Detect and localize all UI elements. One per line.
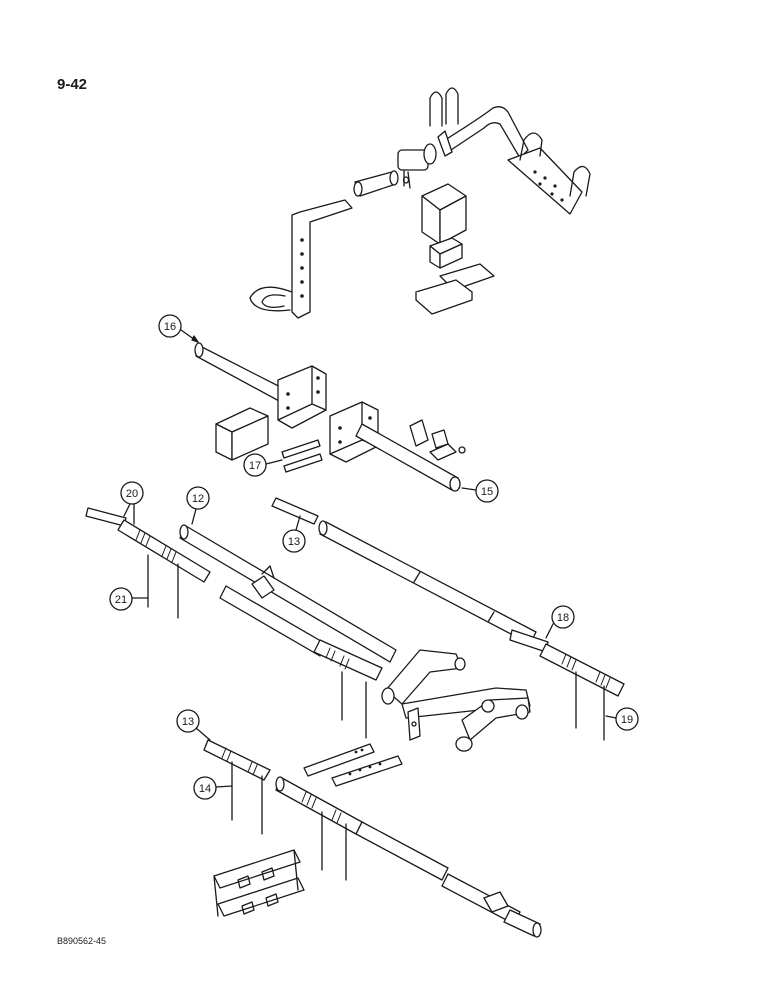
callout-21: 21 <box>109 587 149 611</box>
callout-label-13-upper: 13 <box>288 536 300 548</box>
callout-label-17: 17 <box>249 460 261 472</box>
callout-12: 12 <box>186 486 210 525</box>
callout-14: 14 <box>193 776 233 800</box>
page-number: 9-42 <box>57 76 88 93</box>
callout-15: 15 <box>461 479 499 503</box>
callout-label-18: 18 <box>557 612 569 624</box>
callout-label-12: 12 <box>192 493 204 505</box>
middle-bracket-assembly <box>194 342 466 492</box>
callout-label-16: 16 <box>164 321 176 333</box>
callout-18: 18 <box>545 605 575 639</box>
top-mount-assembly <box>249 87 591 319</box>
callout-16: 16 <box>158 314 199 343</box>
callout-label-13-lower: 13 <box>182 716 194 728</box>
callout-17: 17 <box>243 453 283 477</box>
callout-13-upper: 13 <box>282 515 306 553</box>
callout-label-19: 19 <box>621 714 633 726</box>
callout-19: 19 <box>605 707 639 731</box>
callout-label-15: 15 <box>481 486 493 498</box>
figure-code: B890562-45 <box>57 936 107 946</box>
callout-13-lower: 13 <box>176 709 211 741</box>
callout-label-21: 21 <box>115 594 127 606</box>
callout-label-20: 20 <box>126 488 138 500</box>
callout-label-14: 14 <box>199 783 211 795</box>
lower-shaft-assembly <box>203 739 542 938</box>
callout-20: 20 <box>120 481 144 525</box>
shaft-assembly <box>85 497 625 787</box>
